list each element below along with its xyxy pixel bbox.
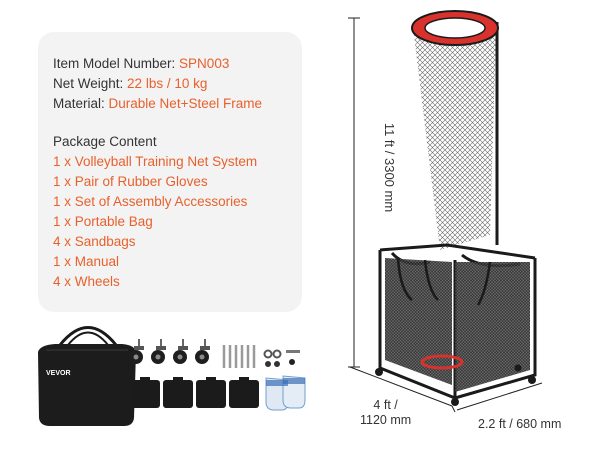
net-weight-line: Net Weight: 22 lbs / 10 kg — [53, 74, 207, 94]
wheel-icon — [151, 339, 166, 364]
wrench-icon — [286, 350, 300, 365]
model-number-value: SPN003 — [179, 56, 230, 71]
sandbag-icon — [229, 377, 259, 408]
ball-bag-net — [455, 262, 530, 392]
net-weight-label: Net Weight: — [53, 76, 128, 91]
gloves-icon — [265, 375, 306, 411]
bag-brand-logo: VEVOR — [46, 370, 71, 377]
hoop-ring — [411, 10, 499, 46]
depth-dimension-line2: 1120 mm — [360, 413, 412, 427]
package-item: 1 x Pair of Rubber Gloves — [53, 174, 208, 189]
package-item: 4 x Wheels — [53, 274, 120, 289]
package-item: 1 x Set of Assembly Accessories — [53, 194, 248, 209]
wheel-icon — [195, 339, 210, 364]
caster-wheel-icon — [514, 364, 522, 372]
package-item: 1 x Portable Bag — [53, 214, 153, 229]
net-tube — [414, 35, 496, 250]
depth-dimension-label: 4 ft / 1120 mm — [360, 398, 411, 428]
depth-dimension-line — [349, 366, 456, 413]
width-dimension-line — [456, 382, 543, 411]
washer-icon — [263, 349, 282, 367]
sandbag-icon — [196, 377, 226, 408]
material-label: Material: — [53, 96, 109, 111]
wheel-icon — [129, 339, 144, 364]
sandbag-icon — [130, 377, 160, 408]
model-number-line: Item Model Number: SPN003 — [53, 54, 229, 74]
ball-bag-net — [385, 258, 452, 385]
caster-wheel-icon — [528, 376, 536, 384]
sandbag-icon — [163, 377, 193, 408]
material-line: Material: Durable Net+Steel Frame — [53, 94, 262, 114]
bolt-icon — [222, 345, 256, 368]
portable-bag-icon — [38, 326, 136, 426]
package-item: 1 x Manual — [53, 254, 120, 269]
material-value: Durable Net+Steel Frame — [108, 96, 262, 111]
package-item: 4 x Sandbags — [53, 234, 136, 249]
wheel-icon — [173, 339, 188, 364]
net-weight-value: 22 lbs / 10 kg — [127, 76, 208, 91]
width-dimension-label: 2.2 ft / 680 mm — [478, 417, 562, 431]
package-content-title: Package Content — [53, 134, 157, 149]
package-item: 1 x Volleyball Training Net System — [53, 154, 258, 169]
caster-wheel-icon — [375, 368, 383, 376]
bottom-return-ring — [420, 354, 464, 370]
spec-card — [38, 32, 302, 312]
model-number-label: Item Model Number: — [53, 56, 180, 71]
caster-wheel-icon — [451, 398, 459, 406]
depth-dimension-line1: 4 ft / — [373, 398, 398, 412]
